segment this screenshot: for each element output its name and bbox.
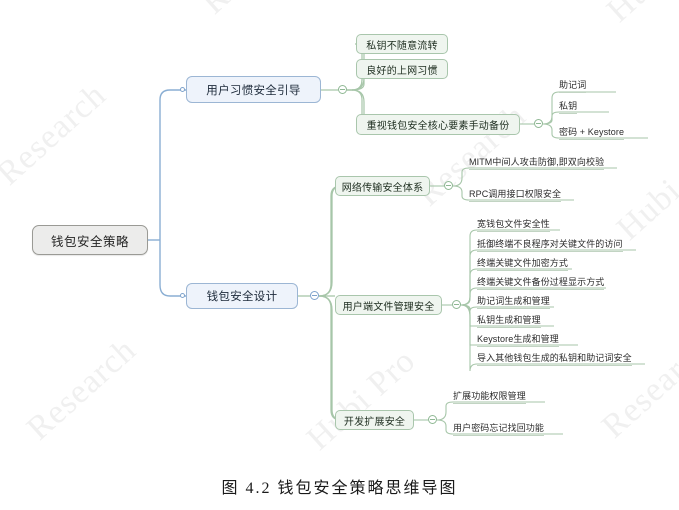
- minus-icon: [312, 295, 317, 296]
- node-label: 开发扩展安全: [343, 416, 406, 428]
- node-network-transmission-security[interactable]: 网络传输安全体系: [335, 176, 430, 196]
- watermark-text: Research: [20, 331, 144, 448]
- leaf-mitm-defense[interactable]: MITM中间人攻击防御,即双向校验: [469, 157, 605, 170]
- node-user-habit-guidance[interactable]: 用户习惯安全引导: [186, 76, 321, 103]
- leaf-label: 私钥: [559, 101, 578, 111]
- node-label: 用户端文件管理安全: [342, 301, 435, 313]
- leaf-label: 用户密码忘记找回功能: [453, 423, 545, 433]
- leaf-label: 私钥生成和管理: [477, 315, 541, 325]
- leaf-wallet-file-security[interactable]: 宽钱包文件安全性: [477, 219, 550, 232]
- node-client-file-management-security[interactable]: 用户端文件管理安全: [335, 295, 442, 315]
- leaf-label: MITM中间人攻击防御,即双向校验: [469, 157, 605, 167]
- leaf-private-key[interactable]: 私钥: [559, 101, 578, 114]
- leaf-file-encryption-method[interactable]: 终端关键文件加密方式: [477, 258, 569, 271]
- node-label: 重视钱包安全核心要素手动备份: [366, 121, 510, 132]
- minus-icon: [430, 419, 435, 420]
- leaf-rpc-interface-permission[interactable]: RPC调用接口权限安全: [469, 189, 562, 202]
- node-label: 良好的上网习惯: [366, 65, 438, 77]
- watermark-text: Hubi Pro: [600, 0, 679, 30]
- leaf-password-recovery-feature[interactable]: 用户密码忘记找回功能: [453, 423, 545, 436]
- leaf-label: 扩展功能权限管理: [453, 391, 526, 401]
- minus-icon: [454, 304, 459, 305]
- leaf-import-external-wallet-security[interactable]: 导入其他钱包生成的私钥和助记词安全: [477, 353, 632, 366]
- collapse-toggle-manual-backup[interactable]: [534, 119, 543, 128]
- leaf-label: Keystore生成和管理: [477, 334, 559, 344]
- leaf-label: 助记词: [559, 80, 587, 90]
- node-label: 钱包安全设计: [206, 291, 278, 303]
- watermark-text: Research: [0, 76, 114, 193]
- node-wallet-security-design[interactable]: 钱包安全设计: [186, 283, 298, 309]
- node-good-browsing-habit[interactable]: 良好的上网习惯: [356, 59, 448, 79]
- node-label: 网络传输安全体系: [341, 182, 424, 194]
- connector-dot-user-habit[interactable]: [180, 87, 185, 92]
- watermark-text: Research: [195, 0, 319, 22]
- collapse-toggle-development-extension[interactable]: [428, 415, 437, 424]
- node-private-key-no-transfer[interactable]: 私钥不随意流转: [356, 34, 448, 54]
- node-label: 用户习惯安全引导: [206, 84, 301, 97]
- leaf-label: 助记词生成和管理: [477, 296, 550, 306]
- leaf-extension-permission-management[interactable]: 扩展功能权限管理: [453, 391, 526, 404]
- minus-icon: [536, 123, 541, 124]
- node-manual-backup-core-elements[interactable]: 重视钱包安全核心要素手动备份: [356, 114, 520, 135]
- node-label: 钱包安全策略: [50, 234, 129, 249]
- leaf-resist-malware-access[interactable]: 抵御终端不良程序对关键文件的访问: [477, 239, 623, 252]
- leaf-label: 密码 + Keystore: [559, 127, 625, 137]
- leaf-label: RPC调用接口权限安全: [469, 189, 562, 199]
- watermark-text: Research: [595, 329, 679, 446]
- minus-icon: [340, 89, 345, 90]
- leaf-mnemonic-generation-management[interactable]: 助记词生成和管理: [477, 296, 550, 309]
- leaf-private-key-generation-management[interactable]: 私钥生成和管理: [477, 315, 541, 328]
- leaf-keystore-generation-management[interactable]: Keystore生成和管理: [477, 334, 559, 347]
- node-development-extension-security[interactable]: 开发扩展安全: [335, 410, 414, 430]
- leaf-label: 导入其他钱包生成的私钥和助记词安全: [477, 353, 632, 363]
- leaf-label: 宽钱包文件安全性: [477, 219, 550, 229]
- watermark-text: Hubi Pro: [300, 341, 423, 458]
- figure-caption: 图 4.2 钱包安全策略思维导图: [221, 480, 458, 497]
- leaf-label: 终端关键文件备份过程显示方式: [477, 277, 605, 287]
- collapse-toggle-wallet-design[interactable]: [310, 291, 319, 300]
- leaf-password-keystore[interactable]: 密码 + Keystore: [559, 127, 625, 140]
- leaf-backup-display-method[interactable]: 终端关键文件备份过程显示方式: [477, 277, 605, 290]
- collapse-toggle-client-file-management[interactable]: [452, 300, 461, 309]
- node-root[interactable]: 钱包安全策略: [32, 225, 148, 255]
- leaf-mnemonic[interactable]: 助记词: [559, 80, 587, 93]
- connector-dot-wallet-design[interactable]: [180, 293, 185, 298]
- minus-icon: [446, 185, 451, 186]
- watermark-text: Hubi: [610, 171, 679, 248]
- leaf-label: 抵御终端不良程序对关键文件的访问: [477, 239, 623, 249]
- node-label: 私钥不随意流转: [366, 40, 438, 52]
- collapse-toggle-user-habit[interactable]: [338, 85, 347, 94]
- collapse-toggle-network-transmission[interactable]: [444, 181, 453, 190]
- leaf-label: 终端关键文件加密方式: [477, 258, 569, 268]
